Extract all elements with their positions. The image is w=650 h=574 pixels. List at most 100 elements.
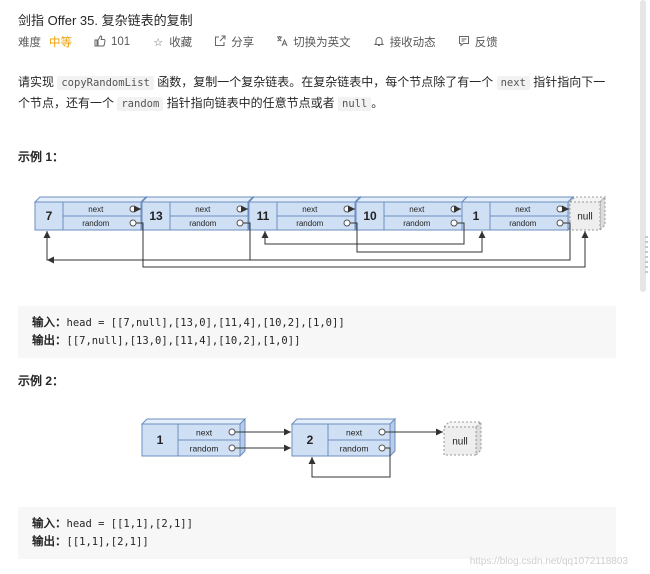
example2-node-0-top: [140, 418, 247, 425]
example2-node-1-random-label: random: [340, 443, 369, 453]
example2-node-1-random-port: [378, 444, 386, 452]
example1-node-1-next-label: next: [195, 205, 211, 214]
example2-node-1-top: [290, 418, 397, 425]
example2-node-0-random-port: [228, 444, 236, 452]
example1-node-2-random-port: [343, 219, 351, 227]
example-1-io: 输入：head = [[7,null],[13,0],[11,4],[10,2]…: [18, 306, 616, 358]
favorite-button[interactable]: ☆ 收藏: [152, 34, 192, 50]
example1-node-1-value: 13: [149, 209, 163, 223]
watermark: https://blog.csdn.net/qq1072118803: [469, 556, 628, 567]
example1-node-1-random-port: [236, 219, 244, 227]
example2-node-0-next-port: [228, 428, 236, 436]
example2-node-0-side: [239, 417, 246, 458]
switch-language-label: 切换为英文: [293, 37, 351, 49]
example-1-output: [[7,null],[13,0],[11,4],[10,2],[1,0]]: [66, 335, 301, 347]
desc-text-2: 函数，复制一个复杂链表。在复杂链表中，每个节点除了有一个: [157, 75, 494, 89]
example1-node-3-next-port: [450, 205, 458, 213]
translate-icon: [276, 35, 288, 50]
example1-random-arrow-0: [136, 222, 589, 268]
example2-null-node: [443, 426, 477, 456]
example-2-input-label: 输入：: [32, 518, 67, 530]
example1-node-2-value: 11: [257, 209, 270, 223]
switch-language-button[interactable]: 切换为英文: [276, 34, 351, 50]
example2-node-1-side: [389, 417, 396, 458]
example1-null-side: [599, 195, 606, 232]
example1-node-4-next-label: next: [515, 205, 531, 214]
share-icon: [214, 35, 226, 50]
example1-node-0-random-label: random: [82, 219, 109, 228]
example-1-input: head = [[7,null],[13,0],[11,4],[10,2],[1…: [66, 317, 345, 329]
problem-meta-bar: 难度 中等 101 ☆ 收藏 分享 切换为英文 接收动态 反馈: [18, 34, 520, 50]
feedback-icon: [458, 35, 470, 50]
example1-node-4-top: [460, 196, 575, 203]
difficulty-label: 难度: [18, 37, 41, 49]
example1-node-0-value: 7: [46, 209, 53, 223]
scrollbar-grip: [645, 236, 648, 276]
example1-node-3-value: 10: [363, 209, 377, 223]
example1-node-4-next-port: [556, 205, 564, 213]
example-1-diagram: 7 next random 13 next random 11 next random 10 nex…: [33, 195, 607, 268]
example1-node-0-next-label: next: [88, 205, 104, 214]
example2-random-arrow-1: [308, 447, 391, 478]
example1-random-arrow-3: [261, 222, 465, 245]
desc-text-1: 请实现: [18, 75, 55, 89]
like-count: 101: [111, 36, 131, 48]
example1-node-1-random-label: random: [189, 219, 216, 228]
example1-node-1-next-port: [236, 205, 244, 213]
example-2-io: 输入：head = [[1,1],[2,1]] 输出：[[1,1],[2,1]]: [18, 507, 616, 559]
desc-text-5: 。: [371, 96, 384, 110]
example2-node-0-next-label: next: [196, 427, 213, 437]
thumbs-up-icon: [94, 34, 106, 50]
example1-node-0-next-port: [129, 205, 137, 213]
share-button[interactable]: 分享: [214, 34, 254, 50]
desc-text-3: 指针指向下一个节点，还有一个: [18, 75, 606, 110]
example1-node-3-random-label: random: [403, 219, 430, 228]
scrollbar-thumb[interactable]: [640, 0, 646, 292]
example2-node-0-value: 1: [157, 433, 164, 447]
example1-node-0-top: [33, 196, 148, 203]
desc-code-next: next: [496, 76, 530, 90]
example-2-output: [[1,1],[2,1]]: [66, 536, 149, 548]
desc-code-function: copyRandomList: [57, 76, 154, 90]
example2-null-top: [442, 421, 483, 428]
example2-node-1-value: 2: [307, 433, 314, 447]
example2-node-1-next-label: next: [346, 427, 363, 437]
feedback-button[interactable]: 反馈: [458, 34, 498, 50]
example-2-heading: 示例 2：: [18, 374, 65, 388]
example1-random-arrow-4: [47, 222, 571, 264]
notify-button[interactable]: 接收动态: [373, 34, 436, 50]
example1-node-2-next-port: [343, 205, 351, 213]
feedback-label: 反馈: [474, 37, 498, 49]
difficulty: 难度 中等: [18, 34, 72, 50]
difficulty-value: 中等: [49, 37, 72, 49]
example2-node-0-random-label: random: [190, 443, 219, 453]
problem-title: 剑指 Offer 35. 复杂链表的复制: [18, 13, 193, 28]
bell-icon: [373, 35, 385, 50]
notify-label: 接收动态: [389, 37, 436, 49]
example-1-heading: 示例 1：: [18, 150, 65, 164]
share-label: 分享: [231, 37, 255, 49]
example1-node-2-next-label: next: [302, 205, 318, 214]
example-1-input-label: 输入：: [32, 317, 67, 329]
problem-description: 请实现 copyRandomList 函数，复制一个复杂链表。在复杂链表中，每个…: [18, 72, 616, 114]
favorite-label: 收藏: [169, 37, 193, 49]
example-1-output-label: 输出：: [32, 335, 67, 347]
desc-code-random: random: [117, 97, 164, 111]
example-2-input: head = [[1,1],[2,1]]: [66, 518, 193, 530]
star-icon: ☆: [153, 36, 164, 49]
example1-node-4-random-label: random: [509, 219, 536, 228]
example1-random-arrow-2: [350, 222, 486, 253]
desc-text-4: 指针指向链表中的任意节点或者: [166, 96, 335, 110]
example-2-output-label: 输出：: [32, 536, 67, 548]
example1-node-3-random-port: [450, 219, 458, 227]
example2-node-1-next-port: [378, 428, 386, 436]
example1-null-top: [568, 196, 607, 203]
example1-node-3-next-label: next: [409, 205, 425, 214]
example1-node-4-random-port: [556, 219, 564, 227]
example1-null-node: [569, 201, 601, 231]
example1-node-2-top: [247, 196, 362, 203]
scrollbar[interactable]: [636, 0, 650, 574]
example1-node-1-top: [140, 196, 255, 203]
like-button[interactable]: 101: [94, 34, 131, 50]
